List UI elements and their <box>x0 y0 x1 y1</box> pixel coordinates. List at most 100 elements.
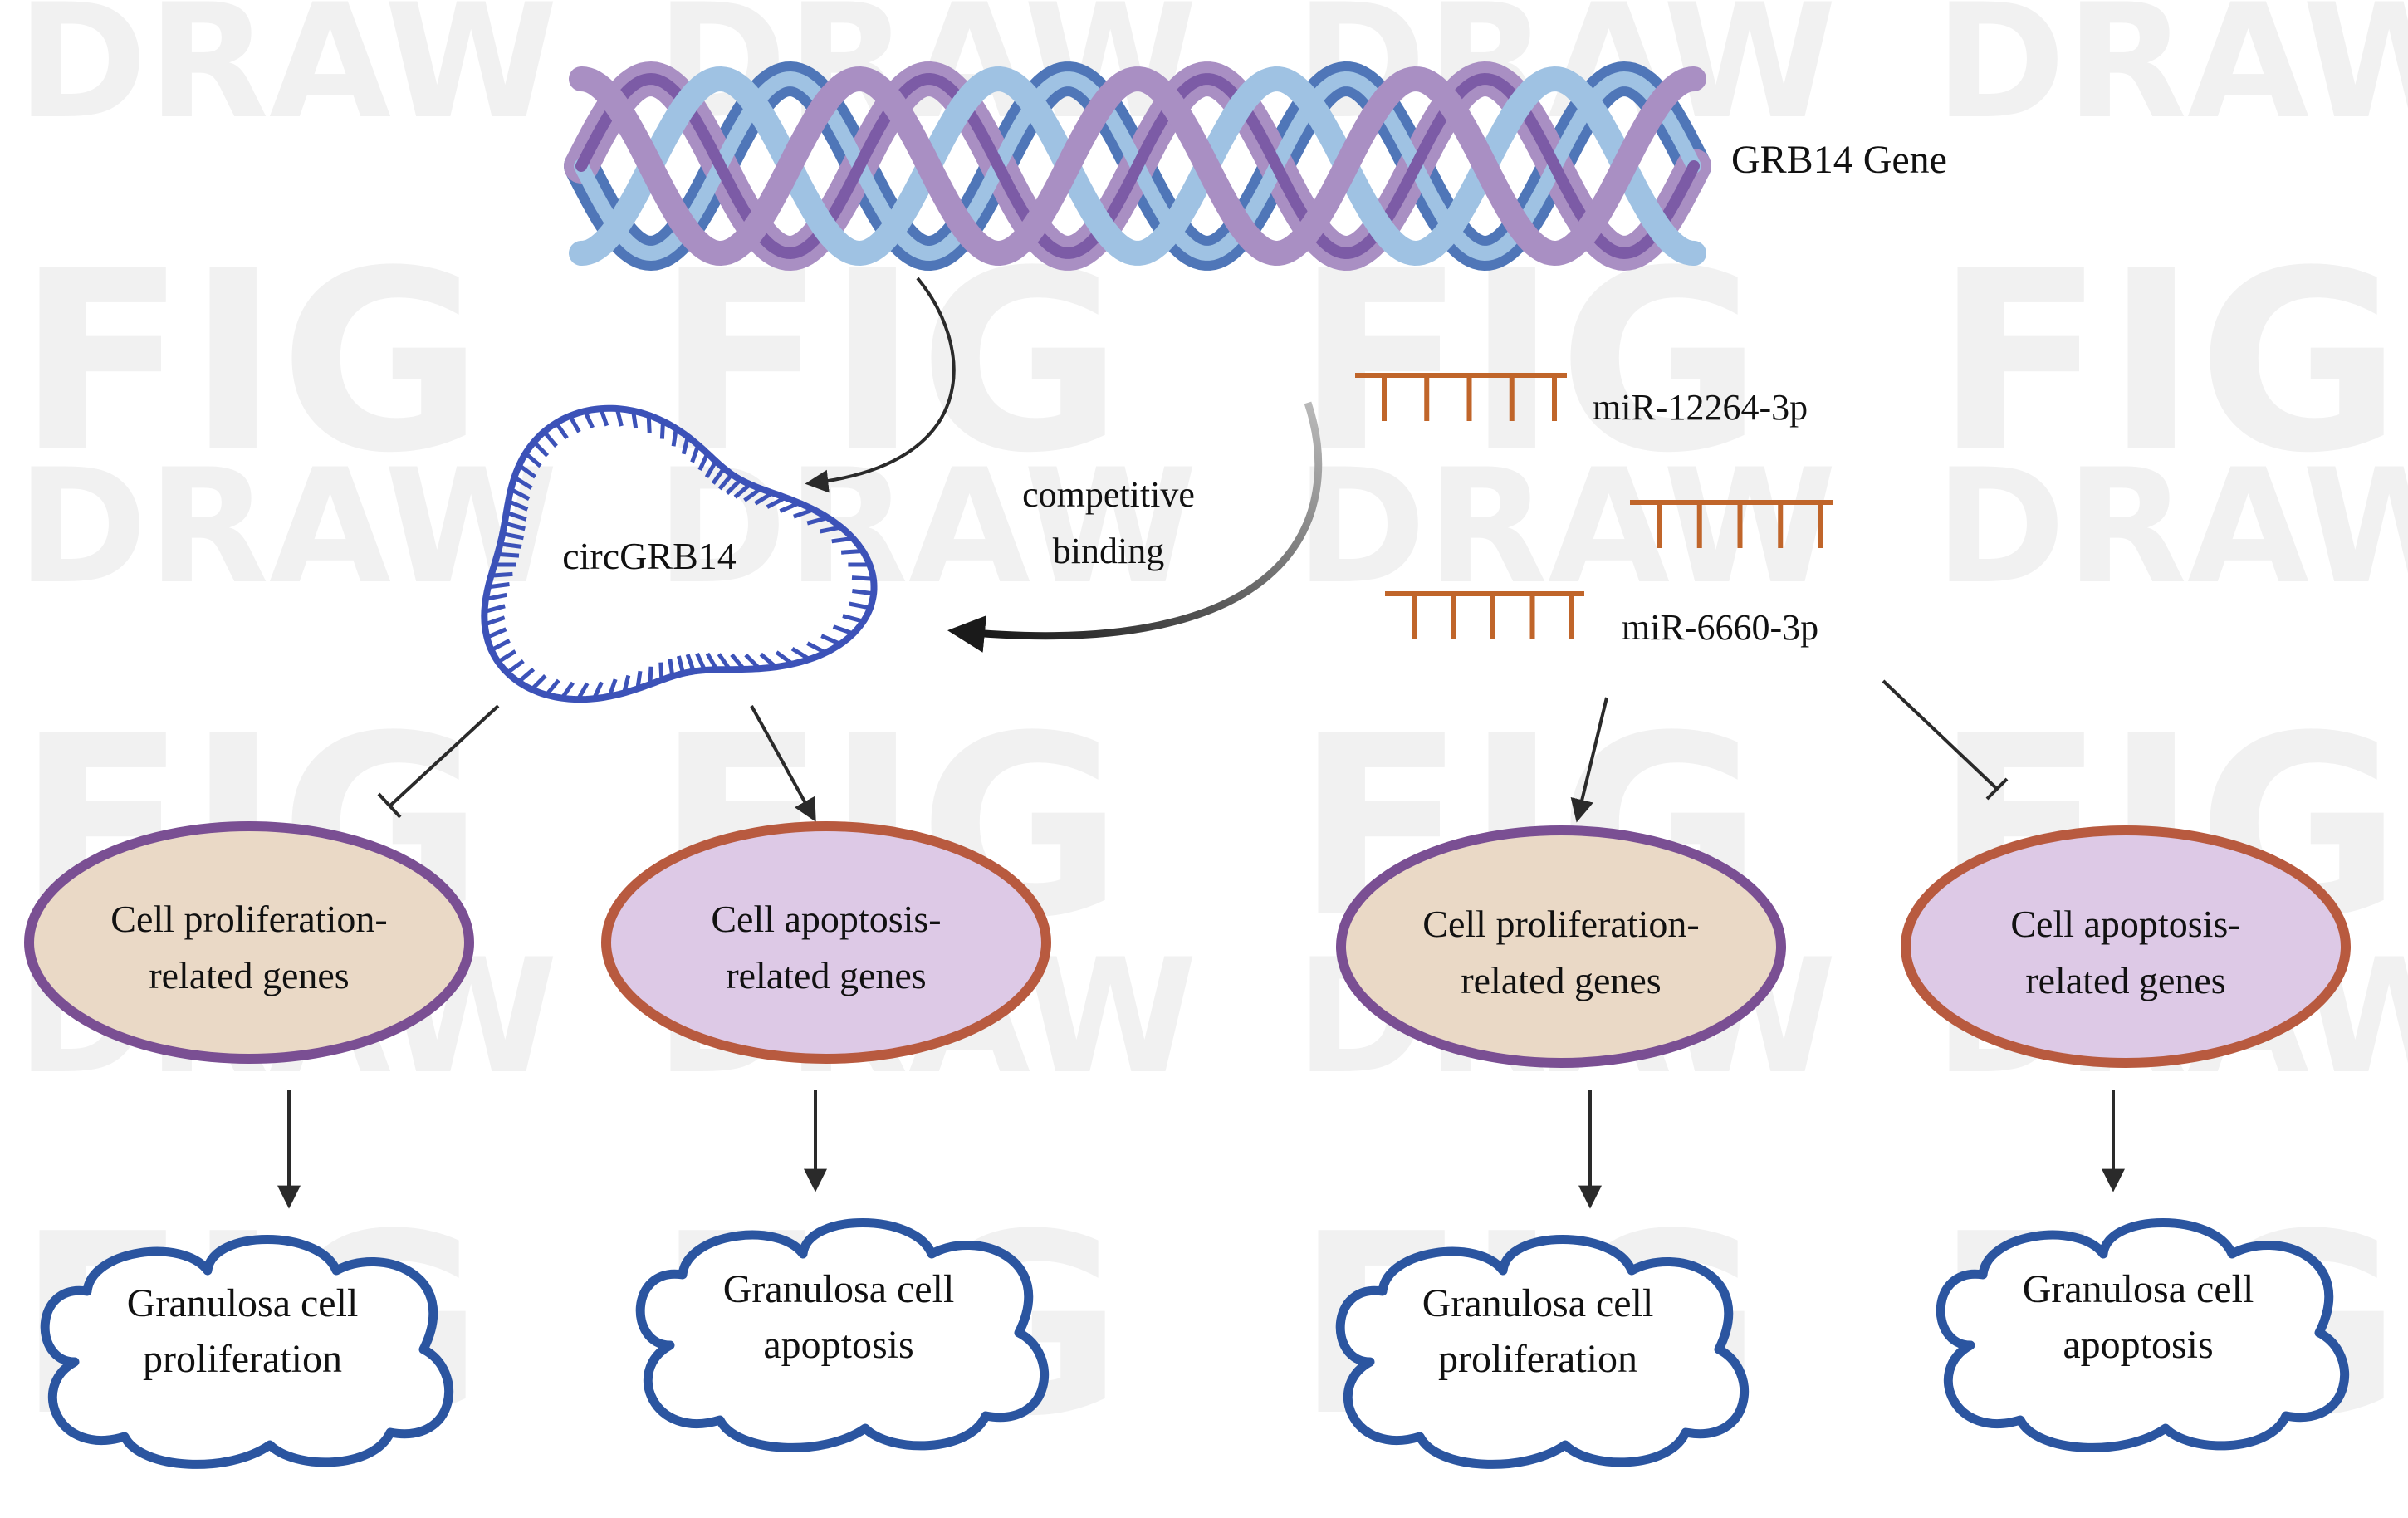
circ-base-tick <box>658 662 664 681</box>
right-prolif-gene-line2: related genes <box>1461 959 1661 1001</box>
right-proliferation-outcome-cloud <box>1335 1235 1749 1469</box>
left-apoptosis-outcome-cloud <box>635 1218 1049 1452</box>
circ-base-tick <box>806 641 827 655</box>
circ-base-tick <box>779 501 800 513</box>
cloud-outline <box>1936 1218 2349 1452</box>
circ-base-tick <box>717 653 732 671</box>
circ-base-tick <box>842 614 864 624</box>
mirna-6660-icon <box>1385 591 1584 639</box>
right-prolif-out-line1: Granulosa cell <box>1422 1281 1654 1325</box>
left-apop-gene-line1: Cell apoptosis- <box>711 898 941 940</box>
left-prolif-gene-line1: Cell proliferation- <box>110 898 387 940</box>
watermark-text: DRAW <box>17 0 558 154</box>
left-apop-gene-line2: related genes <box>726 954 926 996</box>
circ-base-tick <box>487 582 510 590</box>
circ-base-tick <box>849 601 871 610</box>
gene-label: GRB14 Gene <box>1731 138 1947 182</box>
circ-base-tick <box>483 615 506 627</box>
right-proliferation-genes-node <box>1336 825 1786 1068</box>
watermark-text: DRAW <box>17 435 558 619</box>
circ-base-tick <box>542 430 558 448</box>
left-proliferation-genes-node <box>24 821 474 1064</box>
circ-base-tick <box>491 571 513 578</box>
circ-base-tick <box>516 668 536 684</box>
circ-base-tick <box>622 674 631 694</box>
circ-base-tick <box>554 421 569 440</box>
circ-base-tick <box>503 521 526 531</box>
circ-base-tick <box>635 670 643 689</box>
circ-base-tick <box>820 525 842 534</box>
circ-base-tick <box>775 650 795 666</box>
mirna-6660-label: miR-6660-3p <box>1622 607 1818 648</box>
circ-base-tick <box>502 531 524 541</box>
circ-base-tick <box>832 624 854 636</box>
circ-base-tick <box>690 444 701 463</box>
right-apoptosis-genes-node <box>1901 825 2351 1068</box>
left-proliferation-outcome-cloud <box>40 1235 453 1469</box>
circ-base-tick <box>497 551 520 558</box>
mirna-middle-icon <box>1630 500 1833 548</box>
dna-helix-icon <box>564 61 1711 272</box>
circ-base-tick <box>851 575 874 581</box>
circ-base-tick <box>510 487 531 502</box>
left-prolif-gene-line2: related genes <box>149 954 349 996</box>
circ-base-tick <box>793 507 815 519</box>
circ-promotes-apoptosis <box>750 705 816 822</box>
dna-strand <box>569 66 1706 267</box>
left-apop-out-line2: apoptosis <box>763 1323 913 1367</box>
circ-base-tick <box>506 659 525 675</box>
circ-base-tick <box>754 491 774 506</box>
circ-base-tick <box>607 678 618 698</box>
right-apop-out-line2: apoptosis <box>2063 1323 2213 1367</box>
circ-base-tick <box>733 482 751 499</box>
circ-base-tick <box>648 666 653 685</box>
regulation-edges <box>277 679 2125 1209</box>
circ-base-tick <box>483 604 506 614</box>
circ-base-tick <box>507 499 529 512</box>
circ-base-tick <box>806 515 829 526</box>
circ-base-tick <box>676 655 686 674</box>
right-apop-gene-line2: related genes <box>2025 959 2225 1001</box>
circ-base-tick <box>568 414 581 433</box>
circ-base-tick <box>524 452 542 468</box>
left-apop-out-line1: Granulosa cell <box>723 1267 955 1311</box>
circ-base-tick <box>490 639 511 653</box>
circ-base-tick <box>668 658 675 677</box>
circ-inhibits-proliferation <box>389 704 500 807</box>
right-apop-out-line1: Granulosa cell <box>2023 1267 2254 1311</box>
circ-base-tick <box>485 592 507 601</box>
gene-ellipses: Cell proliferation- related genes Cell a… <box>24 821 2351 1068</box>
right-prolif-gene-line1: Cell proliferation- <box>1422 903 1699 945</box>
circ-base-tick <box>744 653 761 670</box>
circ-base-tick <box>852 589 874 596</box>
watermark-text: FIG <box>17 218 484 507</box>
circrna-icon <box>481 404 878 703</box>
circ-base-tick <box>532 440 550 458</box>
mirna-group <box>1355 373 1833 639</box>
circ-base-tick <box>820 634 842 646</box>
circ-base-tick <box>685 654 696 673</box>
circ-base-tick <box>681 436 690 455</box>
circ-base-tick <box>730 653 746 671</box>
competitive-binding-arrow <box>947 401 1323 653</box>
circ-base-tick <box>766 495 787 509</box>
circ-base-tick <box>592 681 604 700</box>
cloud-outline <box>635 1218 1049 1452</box>
inhibit-bar-left <box>377 792 402 819</box>
watermark-text: FIG <box>656 218 1123 507</box>
circ-base-tick <box>840 549 864 555</box>
circ-base-tick <box>631 410 639 429</box>
circ-base-tick <box>705 652 719 671</box>
left-prolif-out-line2: proliferation <box>143 1337 342 1381</box>
circ-base-tick <box>697 452 710 471</box>
binding-label: binding <box>1053 531 1164 571</box>
watermark-text: DRAW <box>1935 0 2408 154</box>
left-prolif-out-line1: Granulosa cell <box>127 1281 359 1325</box>
inhibit-bar-right <box>1985 777 2009 801</box>
mirna-inhibits-apoptosis <box>1882 679 1999 791</box>
circ-base-tick <box>659 421 665 439</box>
watermark-text: FIG <box>1935 218 2402 507</box>
circ-base-tick <box>583 410 595 429</box>
circ-base-tick <box>831 536 854 544</box>
